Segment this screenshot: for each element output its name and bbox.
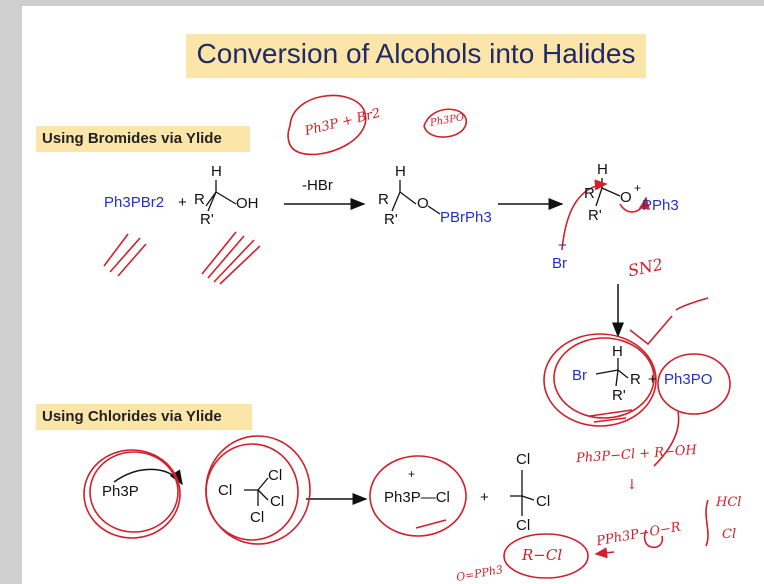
chloride-reagent-ph3p: Ph3P (102, 483, 139, 500)
chemistry-drawing (83, 94, 731, 579)
note-hcl: HCl (716, 495, 742, 510)
phosphonium-salt: Ph3P—Cl (384, 489, 450, 506)
ccl4-cl-top: Cl (268, 467, 283, 484)
slide-title: Conversion of Alcohols into Halides (196, 38, 636, 69)
intermediate-r: R (378, 191, 389, 208)
product-br: Br (572, 367, 587, 384)
ccl4-cl-bottom: Cl (250, 509, 265, 526)
anion-cl-bottom: Cl (516, 517, 531, 534)
product-plus: + (648, 371, 657, 388)
intermediate-r-prime: R' (384, 211, 398, 228)
oxonium-plus: + (634, 181, 642, 195)
product-r-prime: R' (612, 387, 626, 404)
alcohol-r: R (194, 191, 205, 208)
oxonium-h: H (597, 161, 608, 178)
salt-plus: + (408, 467, 416, 481)
alcohol-r-prime: R' (200, 211, 214, 228)
section-chlorides-label: Using Chlorides via Ylide (42, 408, 222, 425)
plus-sign: + (178, 194, 187, 211)
reagent-ph3pbr2: Ph3PBr2 (104, 194, 165, 211)
bromide-charge: − (558, 237, 567, 254)
section-bromides-label: Using Bromides via Ylide (42, 130, 222, 147)
arrow-label-hbr: -HBr (302, 177, 333, 194)
intermediate-o: O (417, 195, 429, 212)
ccl4-cl-right: Cl (270, 493, 285, 510)
note-down-arrow: ↓ (626, 477, 638, 493)
bromide-ion: Br (552, 255, 567, 272)
section-chlorides: Using Chlorides via Ylide (36, 404, 252, 430)
note-r-cl: R−Cl (522, 546, 563, 564)
alcohol-oh: OH (236, 195, 259, 212)
oxonium-pph3: PPh3 (642, 197, 679, 214)
product-h: H (612, 343, 623, 360)
product-ph3po: Ph3PO (664, 371, 713, 388)
section-bromides: Using Bromides via Ylide (36, 126, 250, 152)
handwritten-annotations (83, 94, 731, 579)
title-banner: Conversion of Alcohols into Halides (186, 34, 646, 78)
oxonium-o: O (620, 189, 632, 206)
note-cl-minus: Cl (722, 527, 737, 542)
anion-cl-top: Cl (516, 451, 531, 468)
ccl4-cl-left: Cl (218, 482, 233, 499)
slide: Conversion of Alcohols into Halides Usin… (22, 6, 764, 584)
product-r: R (630, 371, 641, 388)
alcohol-h: H (211, 163, 222, 180)
anion-cl-mid: Cl (536, 493, 551, 510)
oxonium-r-prime: R' (588, 207, 602, 224)
chloride-plus: + (480, 489, 489, 506)
intermediate-pbrph3: PBrPh3 (440, 209, 492, 226)
oxonium-r: R (584, 185, 595, 202)
intermediate-h: H (395, 163, 406, 180)
